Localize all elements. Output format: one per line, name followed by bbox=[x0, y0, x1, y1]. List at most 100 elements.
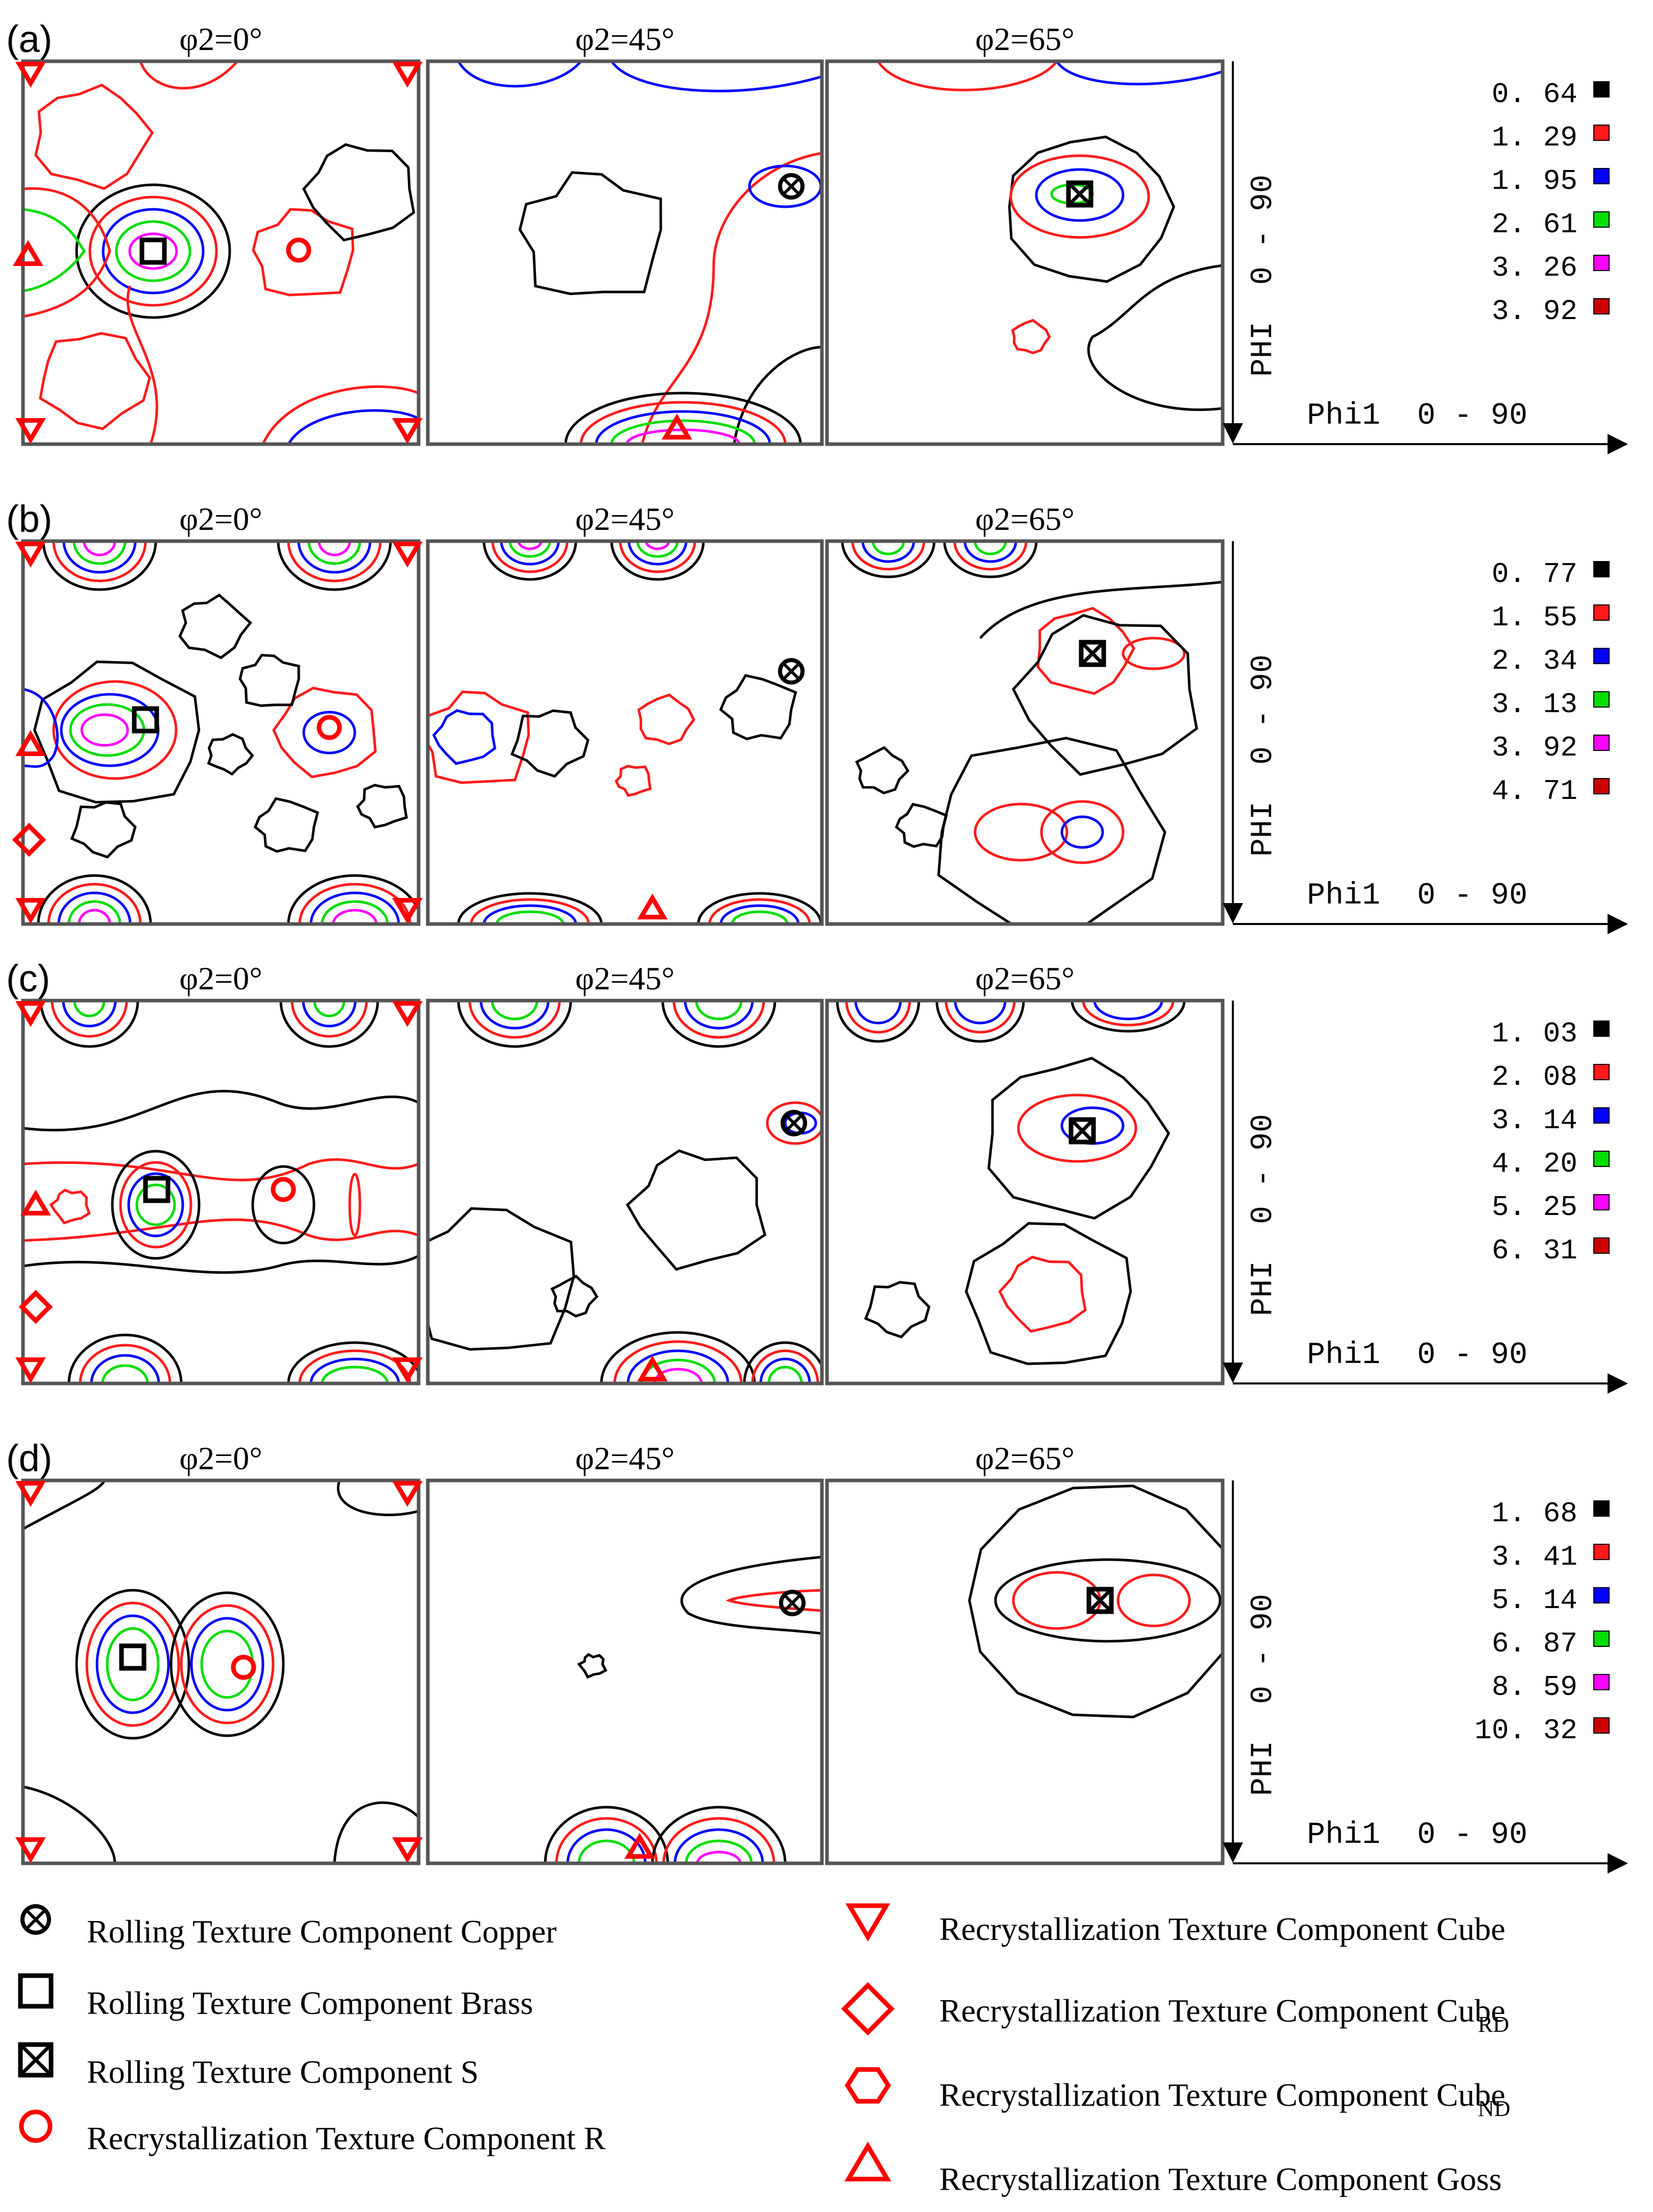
contour-b2-bot-black bbox=[937, 737, 1166, 924]
copper-marker bbox=[781, 1110, 807, 1136]
legend-label-goss: Recrystallization Texture Component Goss bbox=[939, 2161, 1502, 2197]
level-value: 3. 92 bbox=[1492, 732, 1577, 764]
contour-c2-s-black bbox=[987, 1057, 1171, 1220]
contour-b1-red2 bbox=[637, 693, 695, 745]
cube-marker bbox=[15, 62, 46, 88]
contour-c0-tl-l3 bbox=[62, 1001, 117, 1028]
contour-b1-b1-l1 bbox=[457, 892, 603, 924]
section-title: φ2=65° bbox=[975, 1440, 1075, 1476]
contour-c1-copper-red bbox=[766, 1101, 822, 1145]
contour-c0-tr-l1 bbox=[279, 1001, 379, 1048]
contour-d1-copper-black bbox=[680, 1555, 822, 1635]
contour-b1-t2-l2 bbox=[619, 541, 696, 573]
contour-b0-bl-l4 bbox=[67, 900, 121, 924]
contour-d1-b2-l1 bbox=[651, 1806, 787, 1863]
contour-a2-small-red bbox=[1011, 319, 1051, 355]
contour-a0-left-green bbox=[23, 208, 86, 293]
level-swatch bbox=[1593, 1587, 1610, 1603]
contour-b1-b2-l2 bbox=[708, 898, 811, 924]
cube-marker bbox=[392, 542, 423, 568]
contour-a1-top-blue2 bbox=[610, 61, 822, 92]
plot-frame bbox=[21, 999, 421, 1385]
brass-marker bbox=[132, 706, 159, 734]
contour-d0-brass-l2 bbox=[85, 1601, 180, 1727]
level-value: 10. 32 bbox=[1474, 1714, 1577, 1747]
legend-label-brass: Rolling Texture Component Brass bbox=[87, 1985, 533, 2021]
level-swatch bbox=[1593, 1151, 1610, 1167]
phi1-axis-label: Phi1 0 - 90 bbox=[1307, 1338, 1527, 1373]
contour-c0-br-l1 bbox=[287, 1341, 419, 1383]
cube-rd-marker bbox=[841, 1982, 895, 2036]
contour-c1-b2-l1 bbox=[743, 1341, 822, 1383]
contour-c2-t3-l2 bbox=[1082, 1001, 1175, 1027]
level-value: 6. 31 bbox=[1492, 1234, 1577, 1267]
brass-marker bbox=[119, 1643, 147, 1671]
contour-c1-b-l3 bbox=[626, 1349, 730, 1383]
contour-a2-left-black bbox=[827, 178, 966, 444]
contour-c1-black-mid bbox=[626, 1149, 767, 1271]
plot-frame bbox=[21, 539, 421, 926]
contour-a0-center-l4 bbox=[115, 220, 191, 282]
contour-c0-br-l4 bbox=[321, 1366, 389, 1383]
contour-a2-right-black bbox=[1087, 264, 1223, 411]
contour-a0-br-red bbox=[261, 385, 419, 444]
odf-section-1 bbox=[21, 1478, 421, 1865]
contour-b2-bot-red2 bbox=[1040, 800, 1125, 864]
contour-a1-bottom-l4 bbox=[610, 419, 756, 444]
section-title: φ2=45° bbox=[575, 960, 675, 996]
odf-section-2 bbox=[426, 59, 966, 446]
phi1-axis-label: Phi1 0 - 90 bbox=[1307, 399, 1527, 433]
s-marker bbox=[18, 2042, 54, 2078]
contour-c0-red-vline bbox=[348, 1173, 361, 1237]
contour-b1-t1-l1 bbox=[482, 541, 577, 581]
cube-marker bbox=[15, 1357, 46, 1383]
contour-c0-bl-l3 bbox=[90, 1354, 160, 1383]
contour-b1-t1-l4 bbox=[508, 541, 551, 558]
level-swatch bbox=[1593, 604, 1610, 621]
r-marker bbox=[317, 715, 342, 740]
contour-c2-t3-l3 bbox=[1093, 1001, 1163, 1020]
contour-a0-center-l1 bbox=[75, 183, 231, 319]
contour-d2-black-outer bbox=[994, 1558, 1222, 1643]
phi-axis-label: PHI 0 - 90 bbox=[1246, 1594, 1281, 1796]
contour-a0-top-left bbox=[34, 83, 154, 190]
contour-c1-b-l4 bbox=[640, 1358, 716, 1383]
contour-a0-center-l2 bbox=[88, 196, 218, 307]
cube-marker bbox=[15, 1837, 46, 1863]
contour-b0-blob3 bbox=[70, 801, 137, 859]
contour-a1-top-blue bbox=[457, 61, 582, 88]
legend-label-cube-nd-sub: ND bbox=[1478, 2096, 1511, 2121]
contour-c0-r-black bbox=[251, 1165, 315, 1245]
level-swatch bbox=[1593, 125, 1610, 141]
level-value: 1. 55 bbox=[1492, 601, 1577, 634]
panel-label: (a) bbox=[6, 18, 52, 60]
contour-b1-b2-l3 bbox=[719, 904, 800, 924]
contour-a1-red-mid bbox=[641, 152, 822, 444]
contour-c1-b2-l4 bbox=[767, 1366, 803, 1383]
contour-c0-bl-l1 bbox=[67, 1333, 183, 1383]
level-swatch bbox=[1593, 735, 1610, 751]
level-value: 5. 25 bbox=[1492, 1191, 1577, 1224]
contour-b0-br-l2 bbox=[298, 883, 411, 924]
contour-b0-brass-mag bbox=[80, 713, 129, 747]
contour-a1-black-1 bbox=[428, 138, 822, 179]
level-value: 8. 59 bbox=[1492, 1671, 1577, 1704]
legend-label-cube-nd: Recrystallization Texture Component Cube bbox=[939, 2077, 1505, 2113]
contour-b1-t2-l3 bbox=[627, 541, 688, 566]
contour-b1-left-red bbox=[428, 690, 530, 784]
brass-marker bbox=[18, 1973, 54, 2009]
contour-d2-black bbox=[968, 1485, 1223, 1718]
plot-frame bbox=[825, 1478, 1225, 1865]
contour-c-t1-l2 bbox=[851, 541, 926, 571]
level-swatch bbox=[1593, 1064, 1610, 1080]
contour-b0-br-l4 bbox=[321, 900, 389, 924]
cube-nd-marker bbox=[844, 2067, 891, 2104]
contour-b0-tl-l3 bbox=[62, 541, 137, 574]
contour-c-t2-l3 bbox=[963, 541, 1017, 563]
goss-marker bbox=[637, 893, 668, 919]
contour-a2-top-blue bbox=[1055, 61, 1223, 86]
cube-marker bbox=[15, 542, 46, 568]
